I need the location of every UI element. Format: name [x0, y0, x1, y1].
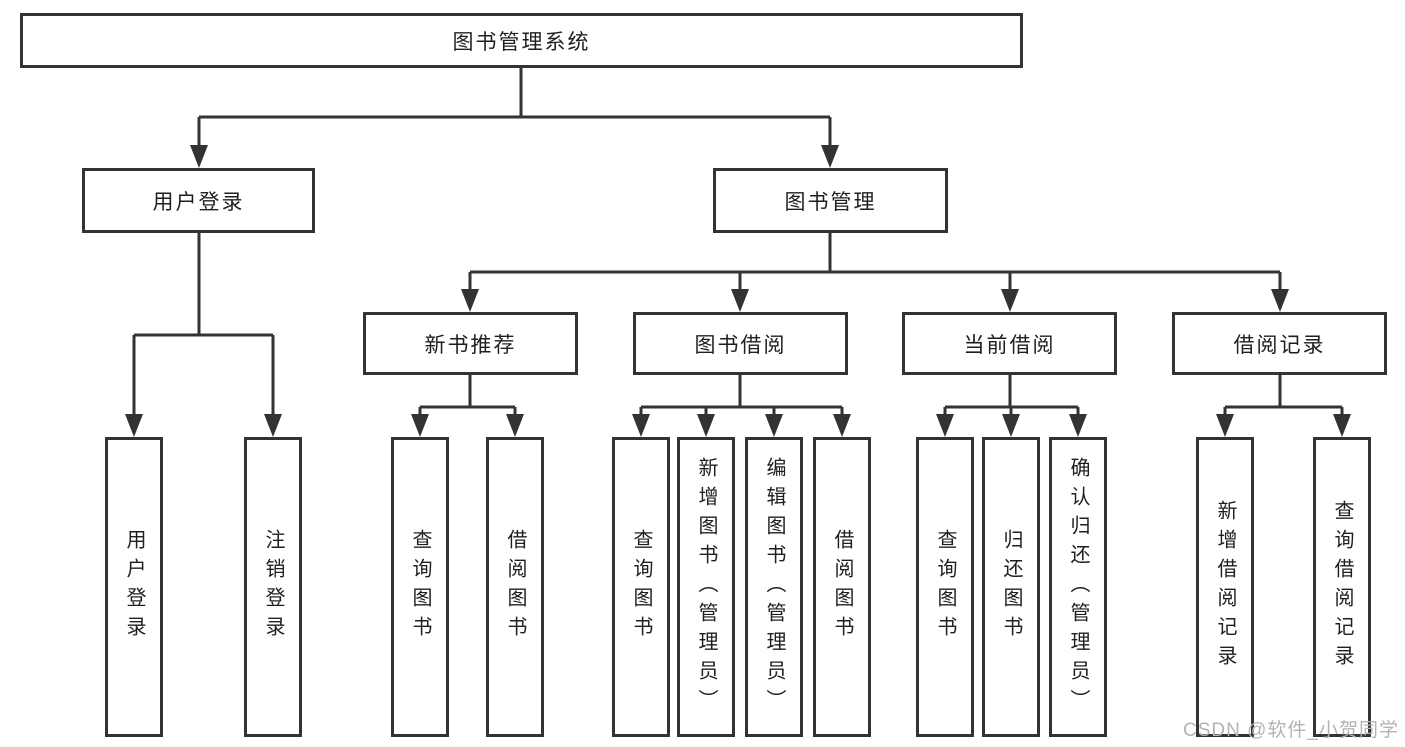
leaf-query-books-recommend: 查询图书: [391, 437, 449, 737]
connector-book-management-to-level3: [461, 233, 1289, 312]
connector-borrow-records-to-leaves: [1216, 375, 1351, 437]
leaf-return-books: 归还图书: [982, 437, 1040, 737]
leaf-add-books-admin: 新增图书（管理员）: [677, 437, 735, 737]
node-library-management-system: 图书管理系统: [20, 13, 1023, 68]
leaf-user-login: 用户登录: [105, 437, 163, 737]
leaf-edit-books-admin: 编辑图书（管理员）: [745, 437, 803, 737]
leaf-query-books-borrow: 查询图书: [612, 437, 670, 737]
leaf-logout: 注销登录: [244, 437, 302, 737]
csdn-watermark: CSDN @软件_小贺同学: [1183, 720, 1399, 741]
connector-current-borrow-to-leaves: [936, 375, 1087, 437]
node-current-borrow: 当前借阅: [902, 312, 1117, 375]
leaf-add-borrow-record: 新增借阅记录: [1196, 437, 1254, 737]
connector-root-to-level2: [190, 68, 839, 168]
leaf-borrow-books: 借阅图书: [813, 437, 871, 737]
node-borrow-records: 借阅记录: [1172, 312, 1387, 375]
node-user-login: 用户登录: [82, 168, 315, 233]
node-book-management: 图书管理: [713, 168, 948, 233]
leaf-confirm-return-admin: 确认归还（管理员）: [1049, 437, 1107, 737]
connector-new-book-recommend-to-leaves: [411, 375, 524, 437]
leaf-borrow-books-recommend: 借阅图书: [486, 437, 544, 737]
leaf-query-borrow-record: 查询借阅记录: [1313, 437, 1371, 737]
leaf-query-books-current: 查询图书: [916, 437, 974, 737]
connector-book-borrow-to-leaves: [632, 375, 851, 437]
node-book-borrow: 图书借阅: [633, 312, 848, 375]
node-new-book-recommend: 新书推荐: [363, 312, 578, 375]
connector-user-login-to-leaves: [125, 233, 282, 437]
